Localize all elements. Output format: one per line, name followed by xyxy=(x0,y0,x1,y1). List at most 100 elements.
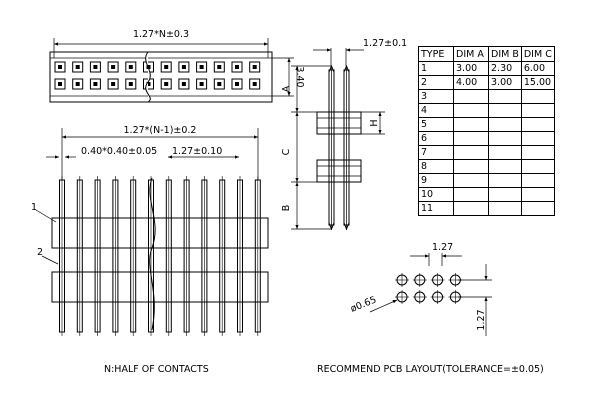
contact-pin xyxy=(111,82,116,86)
col-type: TYPE xyxy=(418,46,454,62)
table-cell: 2 xyxy=(418,75,454,90)
pcb-layout: 1.27 1.27 ø0.65 RECOMMEND PCB LAYOUT(TOL… xyxy=(317,242,544,375)
contact-pin xyxy=(93,82,98,86)
note-half-contacts: N:HALF OF CONTACTS xyxy=(104,364,209,375)
table-cell xyxy=(520,131,555,146)
table-cell xyxy=(520,145,555,160)
table-cell xyxy=(453,159,489,174)
contact-cell xyxy=(89,78,101,90)
contact-cell xyxy=(160,61,172,73)
contact-cell xyxy=(107,78,119,90)
dim-h-label: H xyxy=(369,119,380,126)
front-pin-row xyxy=(59,176,261,336)
contact-pin xyxy=(75,82,80,86)
contact-cell xyxy=(231,61,243,73)
table-cell: 3.00 xyxy=(488,75,522,90)
contact-pin xyxy=(252,82,257,86)
contact-pin xyxy=(93,65,98,69)
table-cell xyxy=(453,173,489,188)
table-cell xyxy=(520,201,555,216)
dim-b-label: B xyxy=(281,205,292,212)
col-dim-b: DIM B xyxy=(488,46,522,62)
table-cell xyxy=(488,131,522,146)
lower-insulator xyxy=(51,271,269,303)
front-view: 1.27*(N-1)±0.2 0.40*0.40±0.05 1.27±0.10 … xyxy=(31,125,269,375)
pin-width-label: 0.40*0.40±0.05 xyxy=(81,146,157,157)
contact-pin xyxy=(199,82,204,86)
table-row: 5 xyxy=(418,117,555,132)
contact-cell xyxy=(213,78,225,90)
table-cell xyxy=(488,173,522,188)
contact-cell xyxy=(89,61,101,73)
table-cell: 1 xyxy=(418,61,454,76)
contact-pin xyxy=(164,82,169,86)
contact-pin xyxy=(217,65,222,69)
table-cell: 4 xyxy=(418,103,454,118)
contact-pin xyxy=(111,65,116,69)
upper-insulator xyxy=(51,217,269,249)
table-cell: 5 xyxy=(418,117,454,132)
callout-1: 1 xyxy=(31,202,37,213)
contact-cell xyxy=(54,78,66,90)
pcb-caption: RECOMMEND PCB LAYOUT(TOLERANCE=±0.05) xyxy=(317,364,544,375)
table-cell xyxy=(488,159,522,174)
table-cell xyxy=(488,201,522,216)
table-cell: 8 xyxy=(418,159,454,174)
table-row: 10 xyxy=(418,187,555,202)
contact-pin xyxy=(217,82,222,86)
front-break-line xyxy=(149,177,156,331)
table-cell: 3.00 xyxy=(453,61,489,76)
break-line xyxy=(145,51,151,103)
contact-pin xyxy=(235,65,239,69)
table-cell xyxy=(488,103,522,118)
col-dim-a: DIM A xyxy=(453,46,489,62)
table-cell xyxy=(453,145,489,160)
contact-pin xyxy=(75,65,80,69)
contact-cell xyxy=(178,61,190,73)
contact-pin xyxy=(146,82,151,86)
table-cell: 9 xyxy=(418,173,454,188)
table-cell: 3 xyxy=(418,89,454,104)
contact-pin xyxy=(181,65,186,69)
contact-cell xyxy=(178,78,190,90)
table-row: 6 xyxy=(418,131,555,146)
contact-cell xyxy=(54,61,66,73)
table-cell xyxy=(453,131,489,146)
contact-pin xyxy=(128,82,133,86)
table-cell: 11 xyxy=(418,201,454,216)
table-cell xyxy=(520,187,555,202)
table-cell xyxy=(453,187,489,202)
table-cell: 4.00 xyxy=(453,75,489,90)
contact-pin xyxy=(128,65,133,69)
top-height-label: 3.40 xyxy=(294,66,305,87)
table-cell xyxy=(453,89,489,104)
top-view: 1.27*N±0.3 3.40 xyxy=(49,29,305,103)
table-cell: 2.30 xyxy=(488,61,522,76)
table-cell xyxy=(453,103,489,118)
contact-pin xyxy=(235,82,239,86)
contact-cell xyxy=(125,61,137,73)
table-cell xyxy=(520,173,555,188)
contact-cell xyxy=(213,61,225,73)
top-housing xyxy=(49,51,273,103)
dim-a-label: A xyxy=(281,85,292,92)
lower-housing xyxy=(316,159,362,183)
pcb-pitch-v-label: 1.27 xyxy=(476,309,487,330)
contact-pin xyxy=(181,82,186,86)
table-row: 8 xyxy=(418,159,555,174)
pcb-hole-label: ø0.65 xyxy=(349,294,378,314)
front-pitch-label: 1.27±0.10 xyxy=(172,146,222,157)
table-row: 4 xyxy=(418,103,555,118)
table-cell xyxy=(488,89,522,104)
contact-cell xyxy=(196,61,208,73)
contact-pin xyxy=(199,65,204,69)
table-cell: 6.00 xyxy=(520,61,555,76)
table-cell xyxy=(520,89,555,104)
contact-cell xyxy=(249,78,261,90)
table-cell: 7 xyxy=(418,145,454,160)
contact-pin xyxy=(58,82,62,86)
